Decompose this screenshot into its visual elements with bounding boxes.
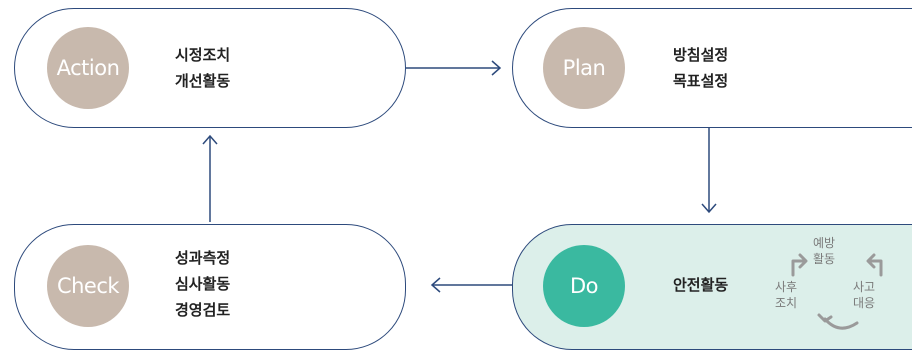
cycle-arrow-bottom-head-icon [817, 313, 833, 323]
cycle-left-line: 조치 [775, 296, 798, 310]
cycle-arrow-bottom-icon [823, 317, 859, 330]
stage-check-line: 경영검토 [175, 301, 231, 319]
stage-check-line: 심사활동 [175, 275, 231, 293]
stage-check-line: 성과측정 [175, 249, 231, 267]
cycle-right-line: 사고 [853, 280, 876, 294]
pdca-diagram: Action 시정조치 개선활동 Plan 방침설정 목표설정 Check 성과… [14, 8, 912, 350]
stage-action: Action 시정조치 개선활동 [14, 8, 406, 128]
arrow-head-check-to-action [202, 134, 218, 145]
cycle-arrow-left-icon [791, 259, 807, 277]
stage-action-line: 시정조치 [175, 46, 231, 64]
arrow-head-plan-to-do [701, 203, 717, 214]
stage-plan-description: 방침설정 목표설정 [673, 42, 728, 94]
stage-plan: Plan 방침설정 목표설정 [512, 8, 912, 128]
arrow-head-do-to-check [430, 277, 441, 293]
stage-action-line: 개선활동 [175, 72, 231, 90]
cycle-top-line: 활동 [813, 252, 836, 266]
stage-do: Do 안전활동 예방 활동 사후 조치 사고 대응 [512, 224, 912, 350]
stage-check-description: 성과측정 심사활동 경영검토 [175, 245, 230, 323]
cycle-right-line: 대응 [853, 296, 876, 310]
cycle-top-label: 예방 활동 [813, 235, 835, 267]
stage-plan-line: 목표설정 [673, 72, 729, 90]
stage-check: Check 성과측정 심사활동 경영검토 [14, 224, 406, 350]
stage-do-line: 안전활동 [673, 276, 729, 294]
cycle-arrows [791, 253, 883, 330]
cycle-top-line: 예방 [813, 236, 836, 250]
cycle-arrow-left-head-icon [798, 253, 808, 269]
connector-arrows [202, 60, 717, 293]
cycle-right-label: 사고 대응 [853, 279, 875, 311]
stage-check-circle: Check [47, 245, 129, 327]
stage-plan-line: 방침설정 [673, 46, 729, 64]
stage-plan-circle: Plan [543, 27, 625, 109]
stage-action-circle: Action [47, 27, 129, 109]
stage-action-description: 시정조치 개선활동 [175, 42, 230, 94]
cycle-left-line: 사후 [775, 280, 798, 294]
arrow-head-action-to-plan [491, 60, 502, 76]
stage-do-description: 안전활동 [673, 272, 728, 298]
cycle-arrow-right-head-icon [866, 253, 876, 269]
stage-do-circle: Do [543, 245, 625, 327]
cycle-left-label: 사후 조치 [775, 279, 797, 311]
cycle-arrow-right-icon [867, 259, 883, 277]
